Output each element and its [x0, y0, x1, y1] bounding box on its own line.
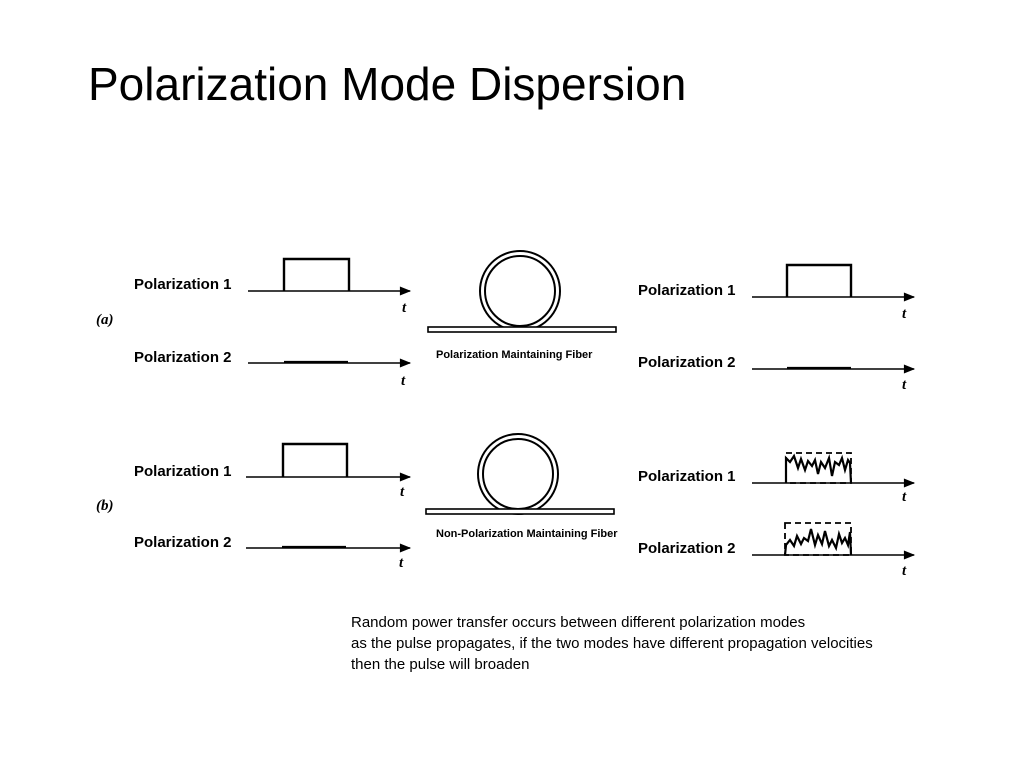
- fiber-a-label: Polarization Maintaining Fiber: [436, 349, 593, 361]
- input-b-pol1-pulse: [281, 442, 349, 477]
- output-b-pol1-t: t: [902, 489, 907, 505]
- output-b-pol1-signal: [784, 453, 853, 484]
- output-b-pol2-t: t: [902, 563, 907, 579]
- input-a-pol2-label: Polarization 2: [134, 349, 232, 366]
- caption-a: (a): [96, 312, 114, 328]
- output-a-pol1-label: Polarization 1: [638, 282, 736, 299]
- fiber-b-label: Non-Polarization Maintaining Fiber: [436, 528, 618, 540]
- input-b-pol2-t: t: [399, 555, 404, 571]
- input-a-pol1-label: Polarization 1: [134, 276, 232, 293]
- caption-b: (b): [96, 498, 114, 514]
- slide-title: Polarization Mode Dispersion: [88, 58, 687, 110]
- input-b-pol1-label: Polarization 1: [134, 463, 232, 480]
- input-b-pol2-label: Polarization 2: [134, 534, 232, 551]
- description: Random power transfer occurs between dif…: [351, 612, 873, 675]
- input-a-pol1-t: t: [402, 300, 407, 316]
- fiber-coil-a: [427, 250, 617, 333]
- output-b-pol2-label: Polarization 2: [638, 540, 736, 557]
- description-line-3: then the pulse will broaden: [351, 656, 530, 673]
- output-a-pol1-t: t: [902, 306, 907, 322]
- description-line-2: as the pulse propagates, if the two mode…: [351, 635, 873, 652]
- output-a-pol1-pulse: [785, 263, 853, 297]
- input-a-pol1-pulse: [282, 257, 351, 291]
- output-b-pol2-signal: [783, 528, 853, 556]
- input-a-pol2-t: t: [401, 373, 406, 389]
- input-b-pol1-t: t: [400, 484, 405, 500]
- output-a-pol2-t: t: [902, 377, 907, 393]
- output-a-pol2-label: Polarization 2: [638, 354, 736, 371]
- description-line-1: Random power transfer occurs between dif…: [351, 614, 806, 631]
- fiber-coil-b: [425, 433, 615, 515]
- output-b-pol1-label: Polarization 1: [638, 468, 736, 485]
